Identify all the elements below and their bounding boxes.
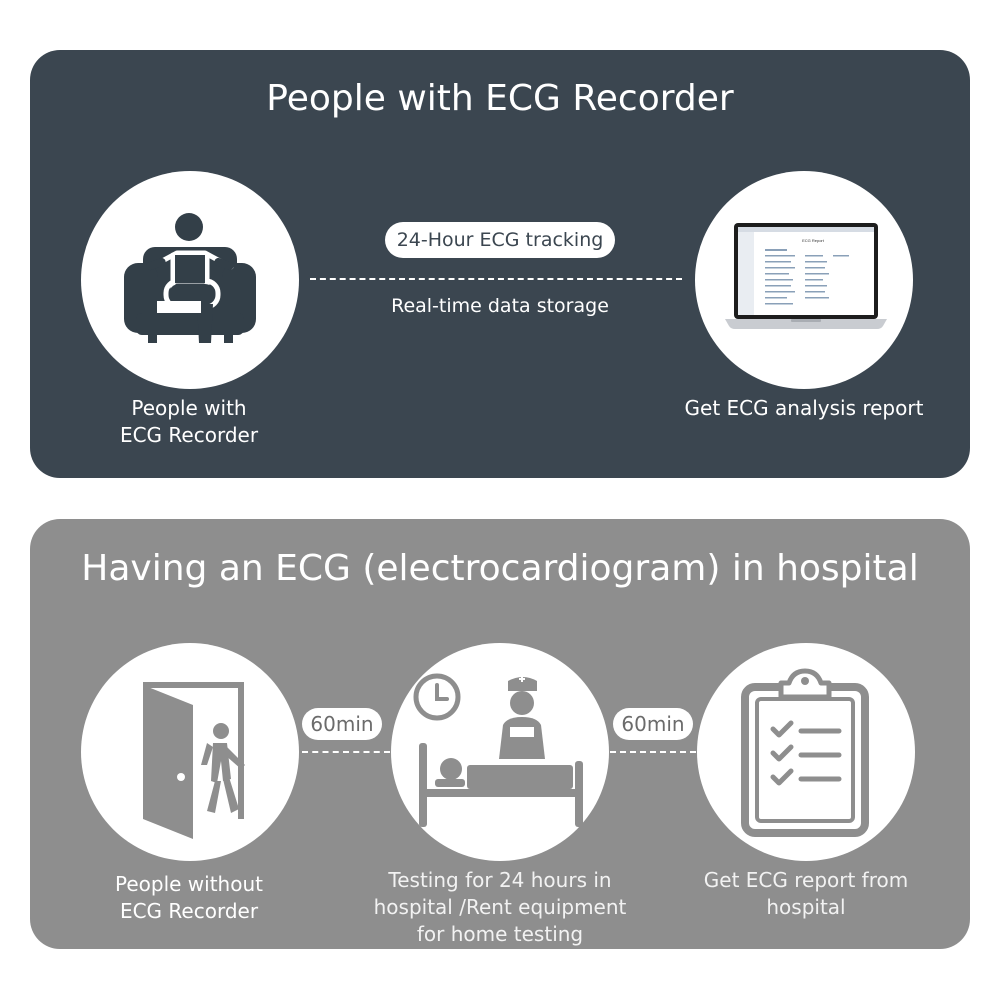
caption-line: Testing for 24 hours in xyxy=(388,868,612,892)
nurse-bed-circle xyxy=(391,643,609,861)
person-armchair-circle xyxy=(81,171,299,389)
with-recorder-panel: People with ECG Recorder xyxy=(30,50,970,478)
caption-line: Get ECG report from xyxy=(703,868,909,892)
wait-time-badge: 60min xyxy=(613,708,693,740)
hospital-panel: Having an ECG (electrocardiogram) in hos… xyxy=(30,519,970,949)
connector-dashed-line xyxy=(302,751,390,753)
caption-line: ECG Recorder xyxy=(119,899,259,923)
person-leaving-door-icon xyxy=(143,682,245,839)
caption-line: hospital /Rent equipment xyxy=(373,895,627,919)
connector-dashed-line xyxy=(310,278,682,280)
hospital-report-caption: Get ECG report from hospital xyxy=(676,867,936,921)
laptop-report-title: ECG Report xyxy=(802,238,825,243)
clipboard-checklist-icon xyxy=(741,668,869,837)
connector-dashed-line xyxy=(610,751,696,753)
caption-line: ECG Recorder xyxy=(119,423,259,447)
with-recorder-title: People with ECG Recorder xyxy=(266,78,734,119)
person-in-armchair-icon xyxy=(124,213,256,344)
caption-line: People with xyxy=(131,396,247,420)
storage-label: Real-time data storage xyxy=(391,295,609,317)
person-with-recorder-caption: People with ECG Recorder xyxy=(59,395,319,449)
laptop-report-circle: ECG Report xyxy=(695,171,913,389)
caption-line: People without xyxy=(115,872,263,896)
caption-line: for home testing xyxy=(416,922,584,946)
testing-caption: Testing for 24 hours in hospital /Rent e… xyxy=(370,867,630,948)
wait-time-badge: 60min xyxy=(302,708,382,740)
analysis-report-caption: Get ECG analysis report xyxy=(684,396,924,420)
tracking-badge: 24-Hour ECG tracking xyxy=(385,222,615,258)
nurse-patient-bed-clock-icon xyxy=(413,673,583,827)
hospital-title: Having an ECG (electrocardiogram) in hos… xyxy=(81,548,919,589)
person-without-recorder-caption: People without ECG Recorder xyxy=(59,871,319,925)
clipboard-circle xyxy=(697,643,915,861)
caption-line: hospital xyxy=(766,895,846,919)
door-person-circle xyxy=(81,643,299,861)
laptop-report-icon: ECG Report xyxy=(725,223,887,329)
